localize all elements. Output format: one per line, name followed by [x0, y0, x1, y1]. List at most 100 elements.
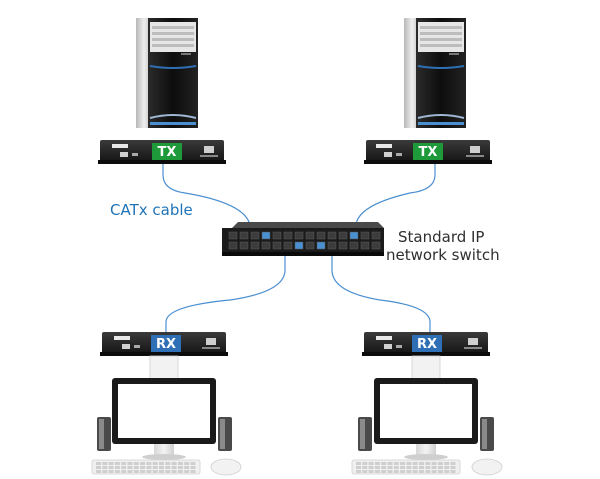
keyboard-key — [412, 462, 418, 465]
keyboard-key — [133, 470, 139, 473]
keyboard-key — [165, 462, 171, 465]
keyboard-key — [108, 462, 114, 465]
keyboard-key — [121, 462, 127, 465]
computer-tower-right — [404, 18, 466, 128]
switch-port — [327, 231, 337, 240]
switch-port — [272, 241, 282, 250]
cables — [162, 160, 436, 332]
cable-switch-to-rx-right — [331, 255, 431, 332]
switch-port — [305, 241, 315, 250]
rx-extender-right: RX — [362, 332, 490, 356]
cable-switch-to-rx-left — [165, 255, 286, 332]
mouse-icon — [210, 458, 242, 476]
keyboard-key — [419, 470, 424, 473]
keyboard-key — [444, 470, 450, 473]
keyboard-key — [146, 462, 152, 465]
switch-port — [360, 241, 370, 250]
keyboard-key — [159, 470, 164, 473]
keyboard-key — [412, 470, 418, 473]
switch-port — [316, 241, 326, 250]
switch-port — [360, 231, 370, 240]
keyboard-key — [431, 462, 437, 465]
keyboard-key — [114, 462, 120, 465]
keyboard-key — [96, 466, 101, 469]
keyboard-key — [108, 470, 114, 473]
keyboard-key — [190, 466, 196, 469]
keyboard-key — [419, 466, 424, 469]
keyboard-key — [114, 466, 120, 469]
cable-tx-left-to-switch — [162, 160, 253, 245]
keyboard-key — [412, 466, 418, 469]
keyboard-key — [437, 462, 443, 465]
network-switch-icon — [222, 222, 384, 256]
switch-port — [338, 231, 348, 240]
switch-port — [338, 241, 348, 250]
keyboard-key — [406, 462, 412, 465]
keyboard-key — [121, 466, 127, 469]
keyboard-key — [406, 466, 412, 469]
keyboard-key — [450, 462, 456, 465]
keyboard-key — [419, 462, 424, 465]
keyboard-key — [356, 470, 361, 473]
tx-badge-right — [413, 143, 443, 160]
rx-extender-left: RX — [100, 332, 228, 356]
keyboard-key — [108, 466, 114, 469]
switch-port — [261, 241, 271, 250]
keyboard-key — [450, 470, 456, 473]
keyboard-key — [374, 470, 380, 473]
keyboard-icon — [351, 459, 461, 475]
keyboard-key — [152, 462, 158, 465]
keyboard-key — [165, 466, 171, 469]
switch-port — [371, 241, 381, 250]
tx-label-right: TX — [419, 145, 438, 160]
keyboard-key — [381, 462, 387, 465]
switch-port — [250, 231, 260, 240]
keyboard-key — [127, 470, 133, 473]
tx-extender-left: TX — [98, 140, 226, 164]
rx-label-right: RX — [417, 337, 437, 352]
switch-port — [261, 231, 271, 240]
keyboard-key — [362, 470, 368, 473]
keyboard-key — [431, 470, 437, 473]
switch-port — [228, 231, 238, 240]
speaker-icon — [358, 417, 372, 451]
computer-tower-icon — [404, 18, 466, 128]
rx-label-left: RX — [156, 337, 176, 352]
network-switch — [222, 222, 384, 256]
monitor-icon — [374, 355, 478, 460]
tx-label-left: TX — [158, 145, 177, 160]
switch-port — [305, 231, 315, 240]
keyboard-key — [381, 470, 387, 473]
switch-port — [250, 241, 260, 250]
keyboard-key — [146, 466, 152, 469]
keyboard-key — [393, 466, 399, 469]
keyboard-key — [362, 462, 368, 465]
keyboard-key — [437, 466, 443, 469]
monitor-icon — [112, 355, 216, 460]
switch-port — [316, 231, 326, 240]
keyboard-key — [387, 466, 393, 469]
keyboard-key — [437, 470, 443, 473]
keyboard-key — [190, 462, 196, 465]
keyboard-key — [133, 466, 139, 469]
keyboard-key — [140, 462, 146, 465]
switch-port — [294, 231, 304, 240]
switch-port — [283, 231, 293, 240]
keyboard-key — [381, 466, 387, 469]
keyboard-key — [171, 466, 177, 469]
keyboard-key — [96, 470, 101, 473]
mouse-icon — [471, 458, 503, 476]
switch-port — [228, 241, 238, 250]
keyboard-key — [140, 466, 146, 469]
keyboard-key — [374, 462, 380, 465]
keyboard-key — [362, 466, 368, 469]
keyboard-key — [96, 462, 101, 465]
keyboard-key — [152, 470, 158, 473]
cable-tx-right-to-switch — [354, 160, 436, 245]
rx-badge-right — [412, 335, 442, 352]
keyboard-key — [184, 462, 190, 465]
keyboard-key — [387, 470, 393, 473]
switch-port — [371, 231, 381, 240]
keyboard-key — [450, 466, 456, 469]
